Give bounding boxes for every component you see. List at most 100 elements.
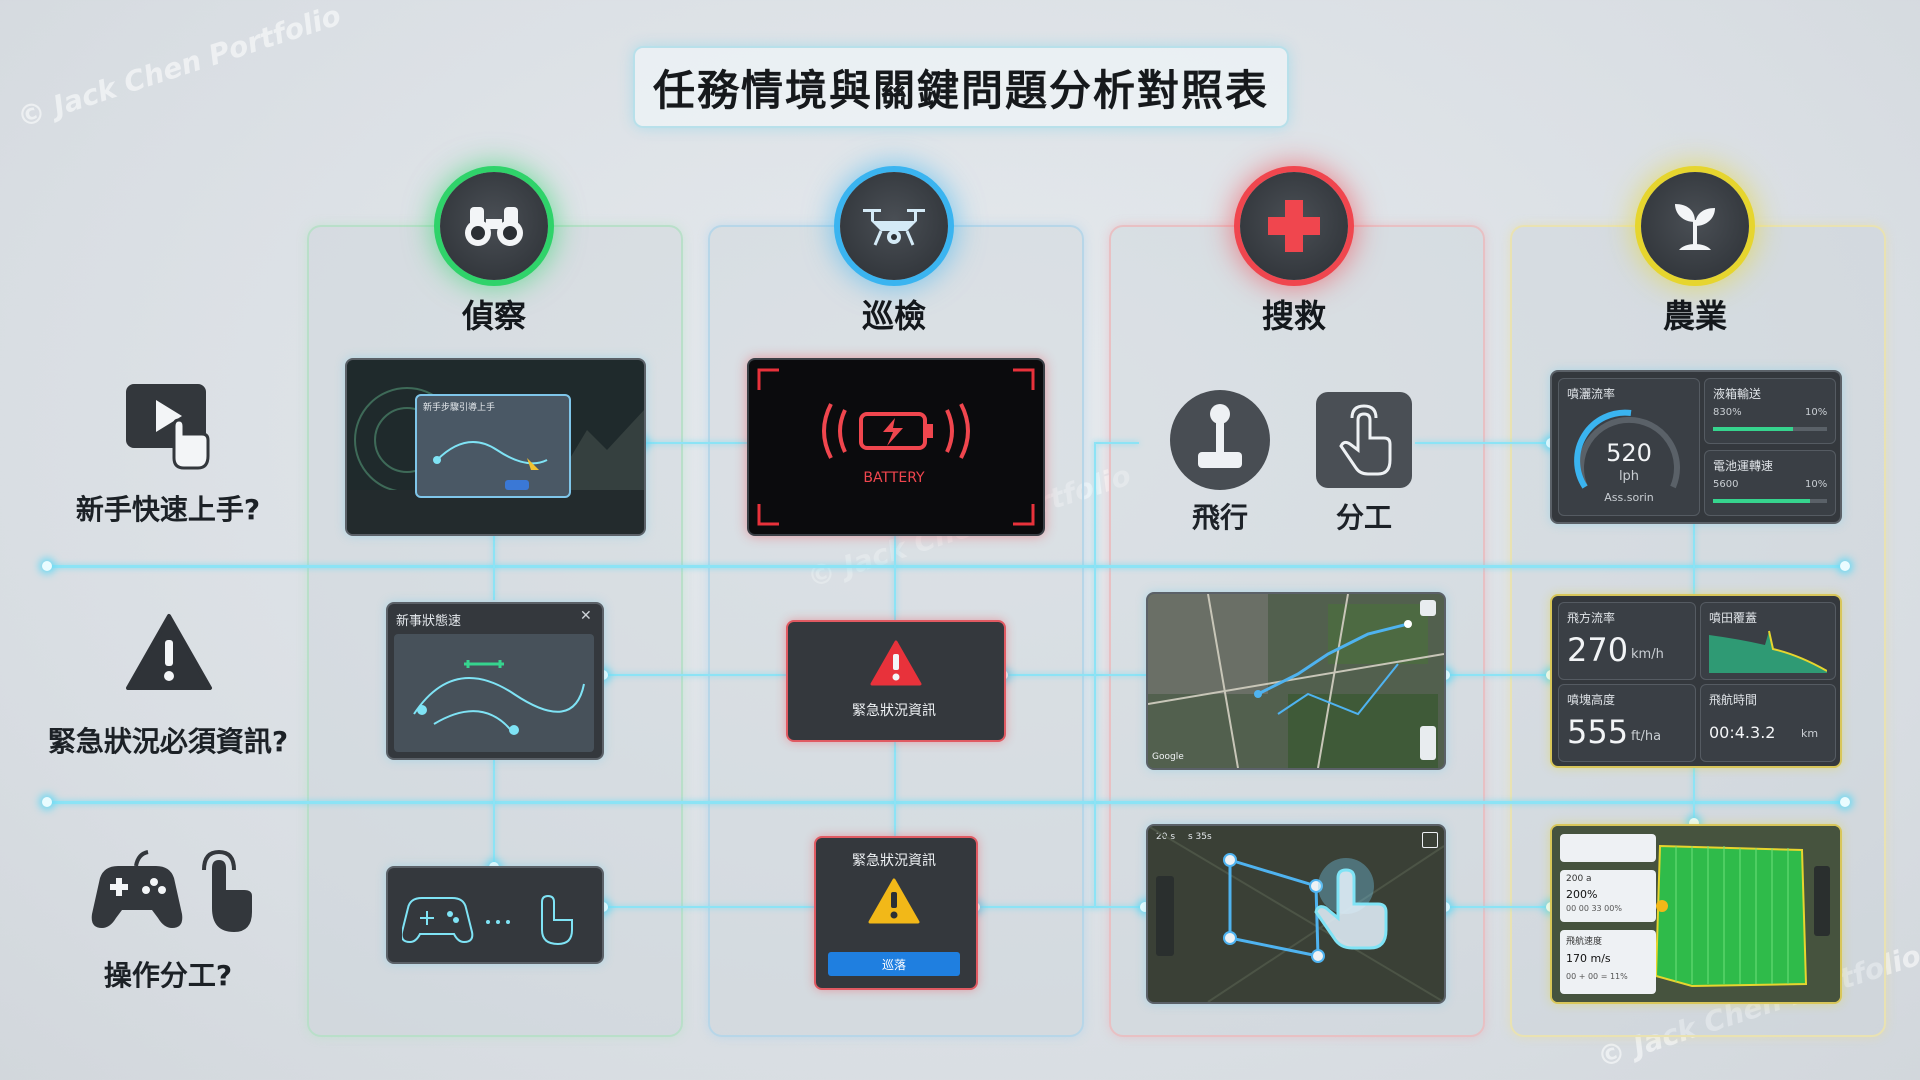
column-label-agriculture: 農業 [1662, 297, 1727, 335]
battery-warning-panel: BATTERY [747, 358, 1045, 536]
connector-dot [1840, 561, 1850, 571]
connector-dot [1689, 818, 1699, 828]
tutorial-next-button[interactable] [505, 480, 529, 490]
flight-time-value: 00:4.3.2 [1709, 723, 1776, 742]
tank-level-box: 液箱輸送 830% 10% [1704, 378, 1836, 444]
connector-dot [42, 797, 52, 807]
warning-icon [124, 612, 214, 696]
binoculars-icon [440, 172, 548, 280]
tank-level-left: 830% [1713, 407, 1742, 418]
rescue-route-panel[interactable]: 20 s s 35s [1146, 824, 1446, 1004]
column-label-recon: 偵察 [461, 297, 526, 335]
tutorial-dialog[interactable]: 新手步驟引導上手 [415, 394, 571, 498]
recon-tutorial-panel[interactable]: 新手步驟引導上手 [345, 358, 646, 536]
recon-controls-panel [386, 866, 604, 964]
patrol-emergency-panel: 緊急狀況資訊 [786, 620, 1006, 742]
recon-status-panel: 新事狀態速 ✕ [386, 602, 604, 760]
connector-line [1693, 520, 1695, 600]
field-stat-b-value: 170 m/s [1566, 952, 1611, 965]
connector-line [602, 906, 816, 908]
row-label-beginner: 新手快速上手? [75, 493, 261, 526]
row-divider-line [48, 801, 1848, 804]
map-header-chip [1560, 834, 1656, 862]
tap-gesture-icon[interactable] [1316, 392, 1412, 488]
altitude-unit: ft/ha [1631, 729, 1662, 744]
video-tap-icon [124, 380, 216, 474]
speed-box: 飛方流率 270 km/h [1558, 602, 1696, 680]
tank-level-bar [1713, 427, 1827, 431]
connector-line [894, 742, 896, 838]
row-label-division: 操作分工? [103, 959, 233, 992]
field-stat-b-title: 飛航速度 [1566, 937, 1603, 947]
battery-speed-title: 電池運轉速 [1713, 459, 1774, 473]
coverage-box: 噴田覆蓋 [1700, 602, 1836, 680]
map-zoom-control[interactable] [1420, 726, 1436, 760]
agri-field-map-panel[interactable]: 200 a 200% 00 00 33 00% 飛航速度 170 m/s 00 … [1550, 824, 1842, 1004]
field-stat-a-value: 200% [1566, 888, 1598, 901]
patrol-alert-dialog: 緊急狀況資訊 巡落 [814, 836, 978, 990]
route-fullscreen-button[interactable] [1422, 832, 1438, 848]
field-stat-a-sub: 00 00 33 00% [1566, 904, 1622, 913]
connector-line [1095, 442, 1139, 444]
map-attribution: Google [1152, 752, 1184, 762]
connector-line [1444, 674, 1550, 676]
altitude-value: 555 [1567, 713, 1629, 751]
map-fullscreen-button[interactable] [1420, 600, 1436, 616]
route-header-b: s 35s [1188, 832, 1212, 842]
plant-icon [1641, 172, 1749, 280]
connector-line [976, 906, 1146, 908]
speed-unit: km/h [1631, 647, 1664, 662]
battery-speed-bar [1713, 499, 1827, 503]
altitude-box: 噴塊高度 555 ft/ha [1558, 684, 1696, 762]
page-title: 任務情境與關鍵問題分析對照表 [633, 46, 1289, 128]
connector-line [602, 674, 788, 676]
flight-time-title: 飛航時間 [1709, 693, 1758, 707]
connector-line [1415, 442, 1547, 444]
connector-line [1693, 764, 1695, 824]
flight-time-box: 飛航時間 00:4.3.2 km [1700, 684, 1836, 762]
warning-icon-label: 緊急狀況資訊 [852, 703, 936, 719]
connector-line [1004, 674, 1146, 676]
altitude-title: 噴塊高度 [1567, 693, 1616, 707]
drone-icon [840, 172, 948, 280]
field-stat-card-b: 飛航速度 170 m/s 00 + 00 = 11% [1560, 930, 1656, 994]
battery-label: BATTERY [863, 470, 925, 486]
agri-metrics-panel: 飛方流率 270 km/h 噴田覆蓋 噴塊高度 555 ft/ha 飛航時間 0… [1550, 594, 1842, 768]
column-label-patrol: 巡檢 [861, 297, 926, 335]
alert-dialog-title: 緊急狀況資訊 [852, 853, 936, 869]
flight-label: 飛行 [1191, 501, 1248, 534]
field-stat-a-title: 200 a [1566, 874, 1592, 884]
connector-line [1444, 906, 1550, 908]
battery-speed-box: 電池運轉速 5600 10% [1704, 450, 1836, 516]
row-label-emergency: 緊急狀況必須資訊? [47, 725, 289, 758]
rescue-map-panel[interactable]: Google [1146, 592, 1446, 770]
connector-line [642, 442, 750, 444]
connector-line [894, 520, 896, 620]
flight-time-unit: km [1801, 727, 1819, 740]
column-label-rescue: 搜救 [1261, 297, 1326, 335]
alert-confirm-button[interactable]: 巡落 [828, 952, 960, 976]
flow-rate-title: 噴灑流率 [1567, 387, 1616, 401]
flow-rate-value: 520 [1606, 439, 1652, 467]
coverage-title: 噴田覆蓋 [1709, 611, 1758, 625]
flow-rate-unit: lph [1618, 469, 1640, 484]
flow-rate-gauge: 噴灑流率 520 lph Ass.sorin [1558, 378, 1700, 516]
connector-dot [1140, 902, 1150, 912]
field-stat-b-sub: 00 + 00 = 11% [1566, 972, 1628, 981]
connector-line [493, 760, 495, 866]
connector-line [493, 520, 495, 600]
joystick-icon[interactable] [1170, 390, 1270, 490]
recon-status-title: 新事狀態速 [396, 614, 462, 629]
speed-value: 270 [1567, 631, 1629, 669]
tank-level-right: 10% [1805, 407, 1828, 418]
gamepad-touch-icon [86, 848, 258, 942]
connector-line [1094, 442, 1096, 908]
speed-title: 飛方流率 [1567, 611, 1616, 625]
watermark: © Jack Chen Portfolio [13, 0, 345, 135]
tank-level-title: 液箱輸送 [1713, 387, 1762, 401]
medical-cross-icon [1240, 172, 1348, 280]
row-divider-line [48, 565, 1848, 568]
close-icon[interactable]: ✕ [580, 608, 592, 624]
battery-speed-left: 5600 [1713, 479, 1739, 490]
division-label: 分工 [1335, 501, 1392, 534]
